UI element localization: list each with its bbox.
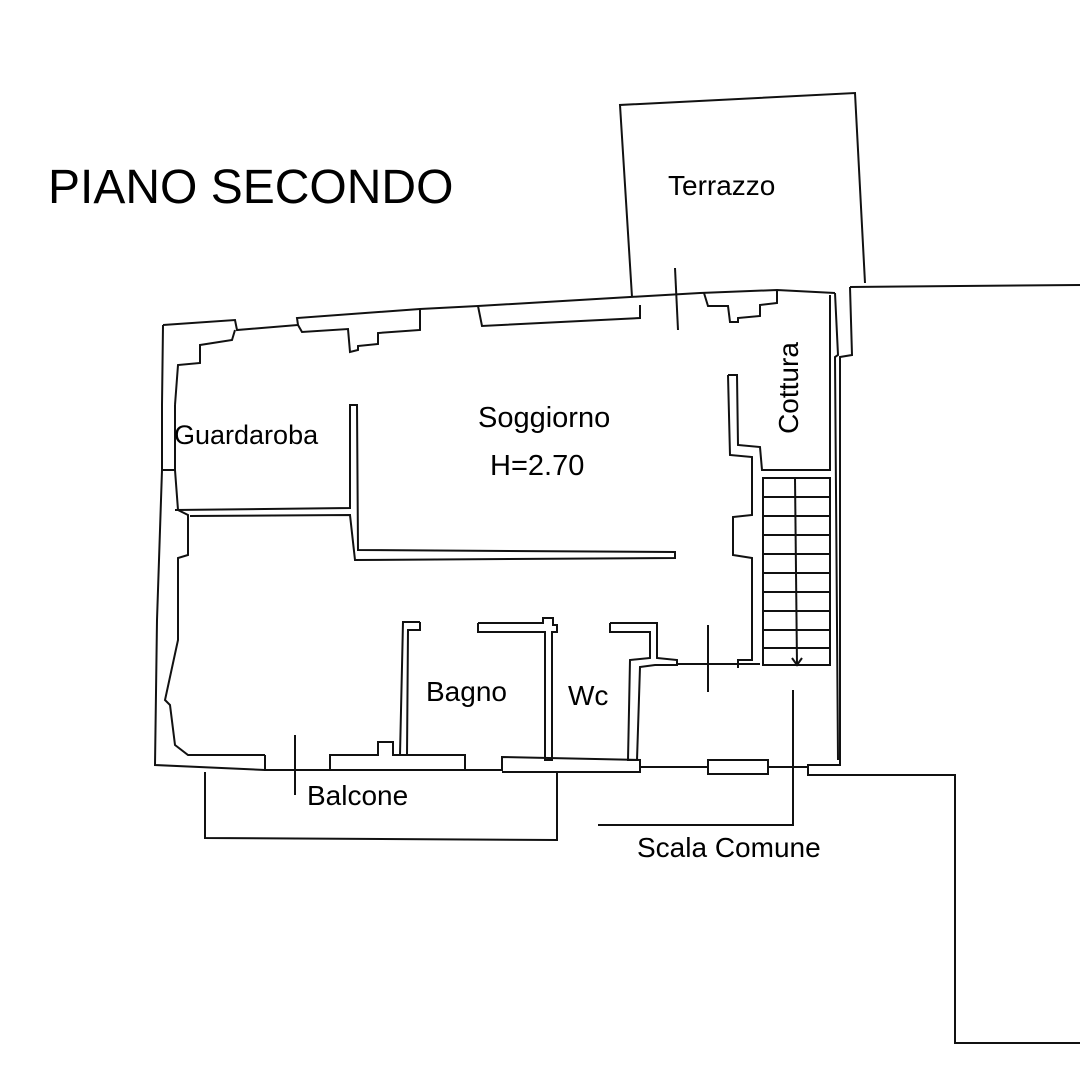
kitchen-wall — [728, 295, 831, 471]
right-wall-inner — [807, 286, 854, 776]
right-wall — [833, 292, 840, 761]
bagno-wc-wall — [477, 617, 558, 761]
top-wall-pillar-2 — [477, 305, 641, 328]
bottom-wall-window — [640, 759, 769, 775]
wc-right-wall — [609, 622, 678, 761]
room-label-terrazzo: Terrazzo — [668, 170, 776, 201]
room-label-scala-comune: Scala Comune — [637, 832, 821, 863]
room-label-soggiorno: Soggiorno — [478, 402, 611, 434]
soggiorno-right-wall — [727, 374, 753, 668]
top-wall-pillar-3 — [703, 290, 778, 323]
plan-title: PIANO SECONDO — [48, 161, 454, 214]
adjacent-building-lower — [843, 774, 1080, 1044]
left-wall-outer — [153, 324, 266, 771]
room-label-wc: Wc — [568, 680, 609, 711]
guardaroba-wall — [174, 404, 676, 562]
bagno-left-wall — [329, 621, 466, 771]
staircase — [762, 477, 831, 667]
left-wall-inner — [163, 405, 265, 756]
top-wall-pillar-1 — [297, 309, 421, 354]
balcony-outline — [204, 772, 558, 842]
top-wall-inner — [174, 329, 236, 406]
terrace-outline — [618, 91, 866, 298]
bagno-left-wall-inner — [406, 622, 421, 756]
adjacent-building — [849, 284, 1080, 288]
room-height: H=2.70 — [490, 450, 585, 482]
room-label-cottura: Cottura — [772, 342, 804, 434]
bottom-wall — [264, 755, 641, 773]
common-stair-marker — [598, 690, 794, 826]
room-label-bagno: Bagno — [426, 676, 507, 707]
room-label-guardaroba: Guardaroba — [174, 420, 319, 450]
terrace-door-mark — [674, 267, 679, 331]
top-wall-outer — [162, 288, 836, 332]
room-label-balcone: Balcone — [307, 780, 409, 811]
